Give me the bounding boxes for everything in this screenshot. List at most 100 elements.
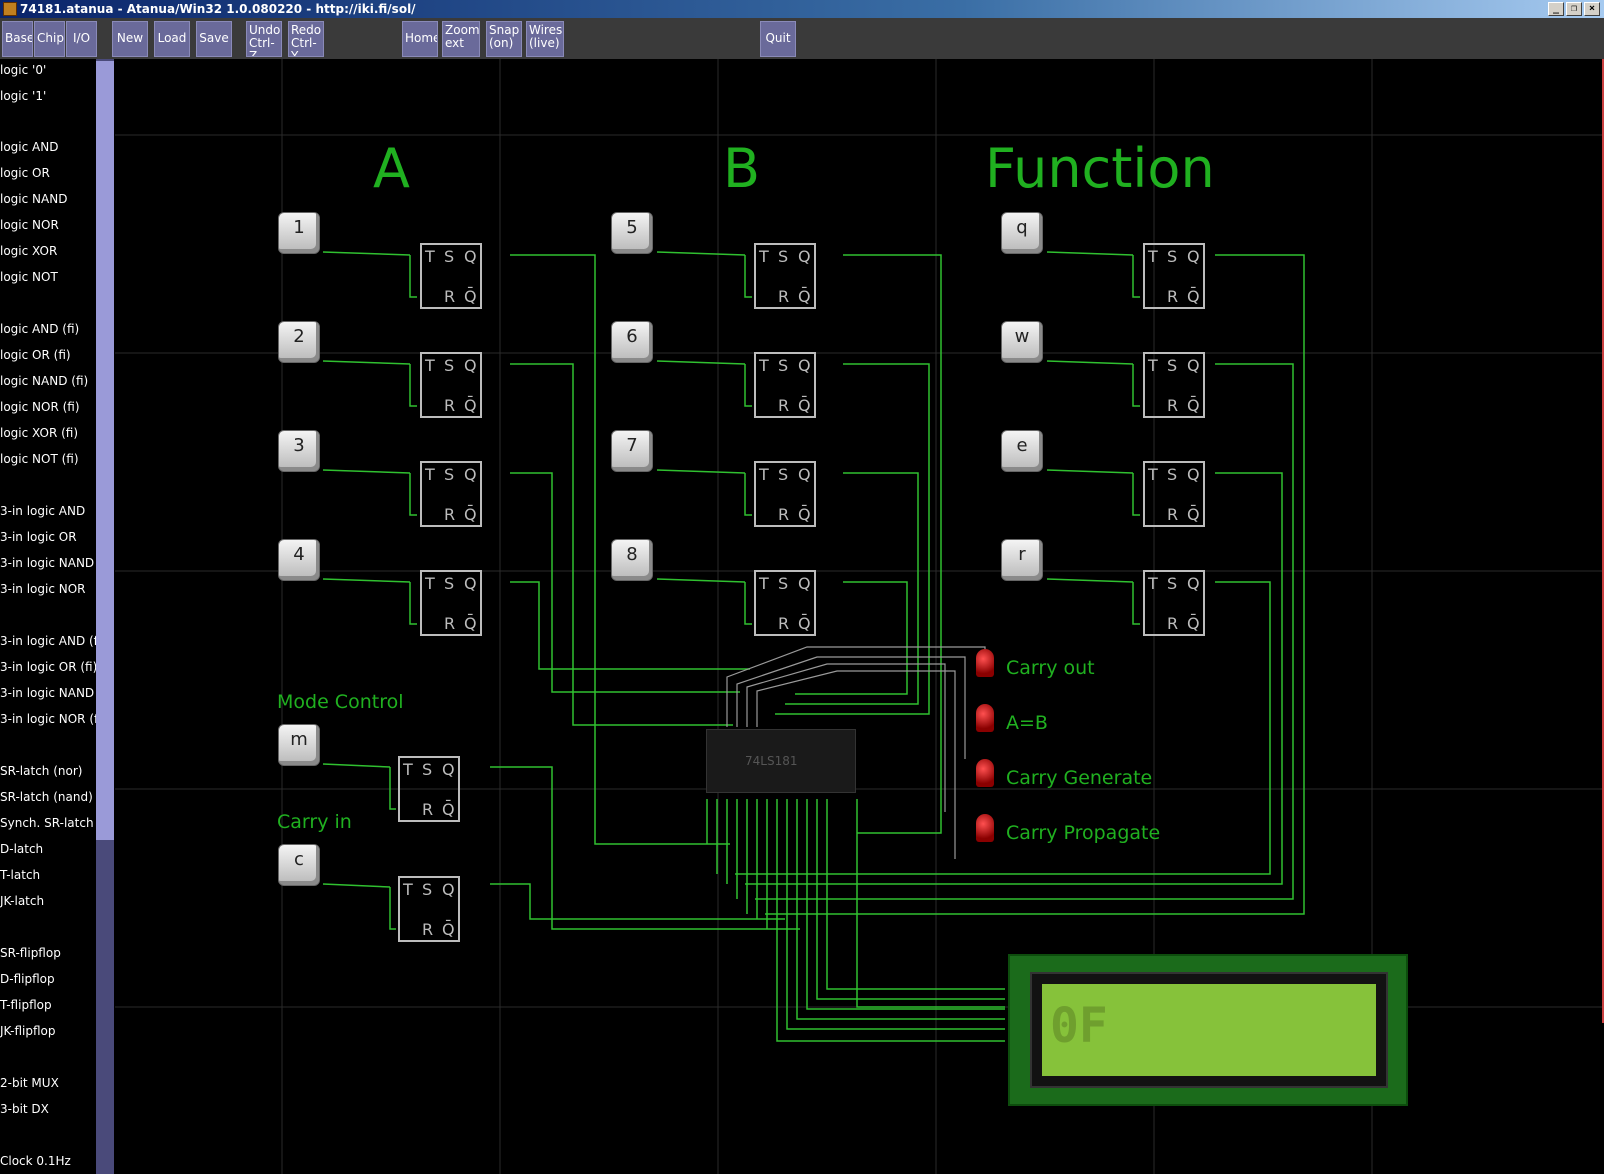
toolbar: Base Chips I/O New Load Save UndoCtrl-Z … <box>0 18 1604 59</box>
new-button[interactable]: New <box>112 21 148 57</box>
palette-item[interactable]: logic XOR (fi) <box>0 426 79 440</box>
palette-item[interactable]: 3-in logic AND <box>0 504 86 518</box>
key-w[interactable]: w <box>1001 321 1043 363</box>
key-1[interactable]: 1 <box>278 212 320 254</box>
key-r[interactable]: r <box>1001 539 1043 581</box>
pin-qbar-label: Q̄ <box>1187 505 1200 524</box>
restore-icon[interactable]: ❐ <box>1566 2 1582 16</box>
palette-item[interactable]: 3-in logic NAND (fi) <box>0 686 96 700</box>
wires-button[interactable]: Wires(live) <box>526 21 564 57</box>
flipflop-a4[interactable]: T S Q R Q̄ <box>420 570 482 636</box>
flipflop-a1[interactable]: T S Q R Q̄ <box>420 243 482 309</box>
palette-item[interactable]: 3-bit DX <box>0 1102 49 1116</box>
pin-s-label: S <box>444 247 455 266</box>
flipflop-b3[interactable]: T S Q R Q̄ <box>754 461 816 527</box>
palette-item[interactable]: 3-in logic NOR (fi) <box>0 712 96 726</box>
quit-button[interactable]: Quit <box>760 21 796 57</box>
palette-item[interactable]: Clock 0.1Hz <box>0 1154 71 1168</box>
chips-button[interactable]: Chips <box>34 21 65 57</box>
pin-s-label: S <box>422 880 433 899</box>
led-label-carry-propagate: Carry Propagate <box>1006 822 1161 844</box>
flipflop-b4[interactable]: T S Q R Q̄ <box>754 570 816 636</box>
save-button[interactable]: Save <box>196 21 232 57</box>
palette-item[interactable]: D-latch <box>0 842 44 856</box>
palette-scrollbar-thumb[interactable] <box>96 61 114 840</box>
lcd-screen: 0F <box>1042 984 1376 1076</box>
palette-item[interactable]: SR-latch (nor) <box>0 764 83 778</box>
pin-q-label: Q <box>798 574 811 593</box>
snap-button[interactable]: Snap(on) <box>486 21 522 57</box>
palette-item[interactable]: logic NAND (fi) <box>0 374 89 388</box>
pin-r-label: R <box>444 505 456 524</box>
palette-item[interactable]: 3-in logic NAND <box>0 556 95 570</box>
palette-item[interactable]: logic NOR (fi) <box>0 400 80 414</box>
key-q[interactable]: q <box>1001 212 1043 254</box>
component-palette: logic '0' logic '1' logic AND logic OR l… <box>0 59 115 1174</box>
flipflop-b2[interactable]: T S Q R Q̄ <box>754 352 816 418</box>
flipflop-a3[interactable]: T S Q R Q̄ <box>420 461 482 527</box>
close-icon[interactable]: × <box>1584 2 1600 16</box>
key-4[interactable]: 4 <box>278 539 320 581</box>
palette-item[interactable]: JK-flipflop <box>0 1024 56 1038</box>
palette-item[interactable]: logic AND (fi) <box>0 322 80 336</box>
palette-item[interactable]: T-latch <box>0 868 41 882</box>
key-e[interactable]: e <box>1001 430 1043 472</box>
flipflop-f3[interactable]: T S Q R Q̄ <box>1143 461 1205 527</box>
minimize-icon[interactable]: _ <box>1548 2 1564 16</box>
palette-item[interactable]: 3-in logic AND (fi) <box>0 634 96 648</box>
key-5[interactable]: 5 <box>611 212 653 254</box>
flipflop-mode[interactable]: T S Q R Q̄ <box>398 756 460 822</box>
palette-item[interactable]: JK-latch <box>0 894 45 908</box>
palette-item[interactable]: logic AND <box>0 140 59 154</box>
io-button[interactable]: I/O <box>66 21 97 57</box>
key-2[interactable]: 2 <box>278 321 320 363</box>
palette-item[interactable]: logic '0' <box>0 63 47 77</box>
pin-s-label: S <box>444 465 455 484</box>
load-button[interactable]: Load <box>154 21 190 57</box>
palette-item[interactable]: SR-latch (nand) <box>0 790 93 804</box>
palette-item[interactable]: SR-flipflop <box>0 946 61 960</box>
palette-item[interactable]: logic NOT <box>0 270 58 284</box>
key-c[interactable]: c <box>278 844 320 886</box>
palette-item[interactable]: logic NAND <box>0 192 68 206</box>
flipflop-b1[interactable]: T S Q R Q̄ <box>754 243 816 309</box>
flipflop-f4[interactable]: T S Q R Q̄ <box>1143 570 1205 636</box>
key-8[interactable]: 8 <box>611 539 653 581</box>
key-m[interactable]: m <box>278 724 320 766</box>
flipflop-a2[interactable]: T S Q R Q̄ <box>420 352 482 418</box>
palette-item[interactable]: logic OR (fi) <box>0 348 71 362</box>
flipflop-f2[interactable]: T S Q R Q̄ <box>1143 352 1205 418</box>
palette-item[interactable]: logic XOR <box>0 244 58 258</box>
palette-item[interactable]: logic NOT (fi) <box>0 452 79 466</box>
palette-item[interactable]: 3-in logic OR (fi) <box>0 660 96 674</box>
lcd-display[interactable]: 0F <box>1008 954 1408 1106</box>
pin-s-label: S <box>444 574 455 593</box>
key-6[interactable]: 6 <box>611 321 653 363</box>
flipflop-f1[interactable]: T S Q R Q̄ <box>1143 243 1205 309</box>
alu-chip[interactable]: 74LS181 <box>706 729 856 793</box>
palette-item[interactable]: 3-in logic NOR <box>0 582 86 596</box>
window-controls: _ ❐ × <box>1548 2 1600 16</box>
led-label-carry-out: Carry out <box>1006 657 1095 679</box>
base-button[interactable]: Base <box>2 21 33 57</box>
pin-q-label: Q <box>798 356 811 375</box>
palette-item[interactable]: logic NOR <box>0 218 59 232</box>
wires <box>322 251 1305 1042</box>
palette-scrollbar[interactable] <box>96 59 114 1174</box>
palette-item[interactable]: D-flipflop <box>0 972 55 986</box>
flipflop-carry[interactable]: T S Q R Q̄ <box>398 876 460 942</box>
palette-item[interactable]: 2-bit MUX <box>0 1076 59 1090</box>
palette-item[interactable]: 3-in logic OR <box>0 530 77 544</box>
home-button[interactable]: Home <box>402 21 438 57</box>
key-3[interactable]: 3 <box>278 430 320 472</box>
circuit-canvas[interactable]: A B Function Mode Control Carry in 1 2 3… <box>115 59 1602 1174</box>
palette-item[interactable]: T-flipflop <box>0 998 52 1012</box>
palette-item[interactable]: Synch. SR-latch <box>0 816 94 830</box>
key-7[interactable]: 7 <box>611 430 653 472</box>
palette-item[interactable]: logic '1' <box>0 89 47 103</box>
pin-r-label: R <box>1167 287 1179 306</box>
palette-item[interactable]: logic OR <box>0 166 50 180</box>
